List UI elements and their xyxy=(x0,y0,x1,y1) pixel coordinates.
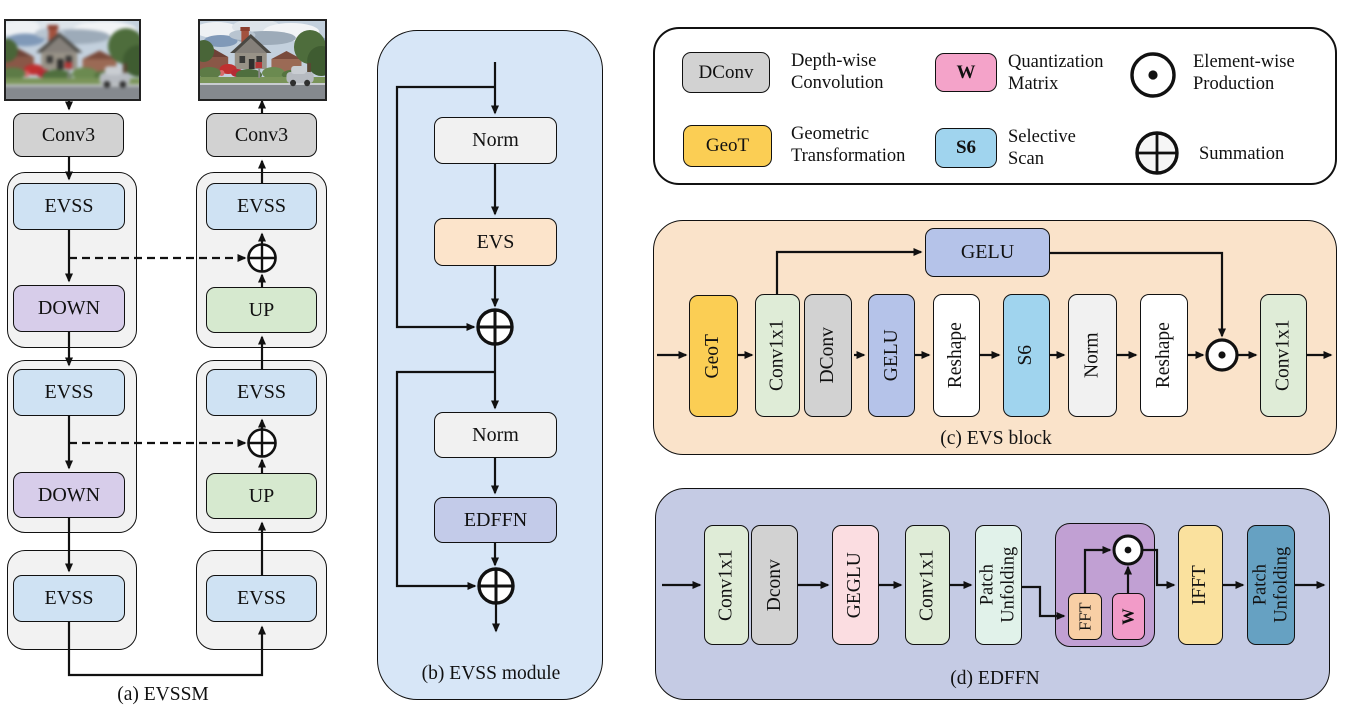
elementwise-product-icon xyxy=(1112,534,1144,566)
geot-box: GeoT xyxy=(689,295,738,417)
legend-dconv-desc: Depth-wise Convolution xyxy=(791,51,884,94)
legend-geot-key: GeoT xyxy=(683,125,772,167)
panel-d-caption: (d) EDFFN xyxy=(950,668,1040,689)
legend-w-key: W xyxy=(935,53,997,92)
legend-s6-desc: Selective Scan xyxy=(1008,127,1076,170)
panel-c-caption: (c) EVS block xyxy=(940,428,1052,449)
gelu-gate-box: GELU xyxy=(925,228,1050,277)
circled-dot-icon xyxy=(1130,52,1176,98)
evss-box: EVSS xyxy=(206,575,317,622)
conv3-box: Conv3 xyxy=(206,113,317,157)
gelu-box: GELU xyxy=(868,294,915,417)
legend-s6-key: S6 xyxy=(935,128,997,168)
evss-box: EVSS xyxy=(13,369,125,416)
patch-unfolding-box: Patch Unfolding xyxy=(1247,525,1295,645)
patch-unfolding-box: Patch Unfolding xyxy=(975,525,1022,645)
legend-summation-desc: Summation xyxy=(1199,144,1285,164)
legend-dconv-key: DConv xyxy=(682,52,770,93)
dconv-box: Dconv xyxy=(751,525,798,645)
norm-box: Norm xyxy=(1068,294,1117,417)
s6-box: S6 xyxy=(1003,294,1050,417)
edffn-box: EDFFN xyxy=(434,497,557,543)
panel-b-caption: (b) EVSS module xyxy=(421,663,561,684)
conv3-box: Conv3 xyxy=(13,113,124,157)
reshape-box: Reshape xyxy=(933,294,980,417)
norm-box: Norm xyxy=(434,117,557,164)
up-box: UP xyxy=(206,473,317,519)
evs-box: EVS xyxy=(434,218,557,266)
evss-box: EVSS xyxy=(206,369,317,416)
geglu-box: GEGLU xyxy=(832,525,879,645)
up-box: UP xyxy=(206,287,317,333)
legend-geot-desc: Geometric Transformation xyxy=(791,124,906,167)
summation-icon xyxy=(477,567,515,605)
elementwise-product-icon xyxy=(1205,338,1239,372)
legend-elementwise-desc: Element-wise Production xyxy=(1193,52,1295,95)
summation-icon xyxy=(476,308,514,346)
reshape-box: Reshape xyxy=(1140,294,1188,417)
legend-w-desc: Quantization Matrix xyxy=(1008,52,1104,95)
circled-plus-icon xyxy=(1135,131,1179,175)
conv1x1-box: Conv1x1 xyxy=(704,525,749,645)
quantization-matrix-box: W xyxy=(1112,593,1145,640)
evss-box: EVSS xyxy=(206,183,317,230)
summation-icon xyxy=(247,428,277,458)
summation-icon xyxy=(247,243,277,273)
down-box: DOWN xyxy=(13,472,125,518)
panel-a-caption: (a) EVSSM xyxy=(117,684,209,705)
fft-box: FFT xyxy=(1068,593,1102,640)
conv1x1-box: Conv1x1 xyxy=(1260,294,1307,417)
dconv-box: DConv xyxy=(804,294,852,417)
down-box: DOWN xyxy=(13,285,125,332)
conv1x1-box: Conv1x1 xyxy=(755,294,800,417)
ifft-box: IFFT xyxy=(1178,525,1223,645)
blurry-input-image xyxy=(4,19,141,101)
evss-box: EVSS xyxy=(13,183,125,230)
evss-box: EVSS xyxy=(13,575,125,622)
norm-box: Norm xyxy=(434,412,557,458)
sharp-output-image xyxy=(198,19,327,101)
conv1x1-box: Conv1x1 xyxy=(905,525,950,645)
